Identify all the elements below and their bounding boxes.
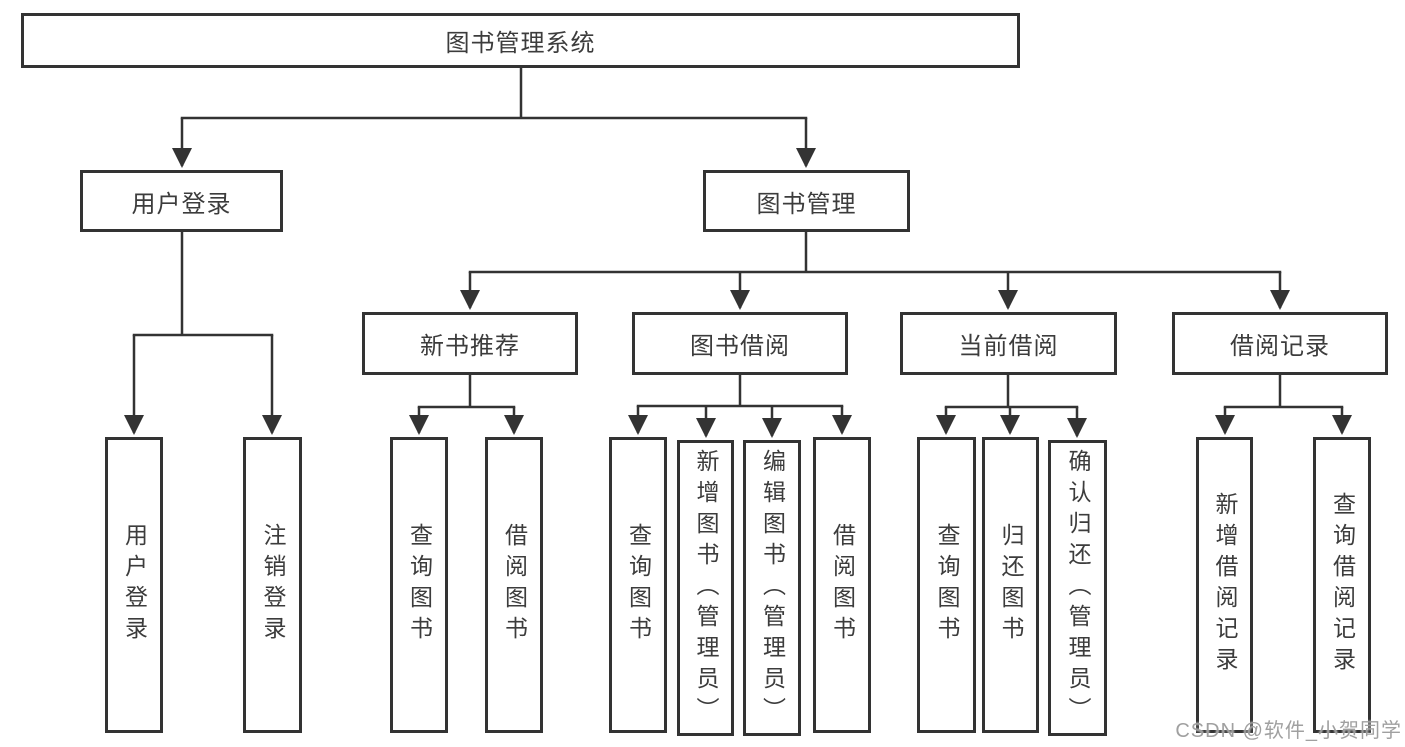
leaf-confirm-return-admin: 确认归还（管理员） xyxy=(1048,440,1107,736)
node-label: 查询借阅记录 xyxy=(1329,492,1356,678)
csdn-watermark: CSDN @软件_小贺同学 xyxy=(1175,720,1402,742)
node-book-borrowing: 图书借阅 xyxy=(632,312,848,375)
leaf-edit-books-admin: 编辑图书（管理员） xyxy=(743,440,801,736)
node-label: 当前借阅 xyxy=(958,333,1059,360)
node-current-borrowing: 当前借阅 xyxy=(900,312,1117,375)
node-label: 新增图书（管理员） xyxy=(693,448,719,728)
leaf-query-books-recommend: 查询图书 xyxy=(390,437,448,733)
node-label: 新增借阅记录 xyxy=(1212,492,1238,678)
leaf-return-books: 归还图书 xyxy=(982,437,1039,733)
node-label: 编辑图书（管理员） xyxy=(759,448,786,728)
leaf-borrow-books: 借阅图书 xyxy=(813,437,871,733)
node-label: 借阅图书 xyxy=(501,523,528,647)
leaf-user-login: 用户登录 xyxy=(105,437,163,733)
node-new-book-recommendation: 新书推荐 xyxy=(362,312,578,375)
node-label: 借阅记录 xyxy=(1230,333,1330,360)
node-label: 查询图书 xyxy=(625,523,652,647)
leaf-add-borrow-record: 新增借阅记录 xyxy=(1196,437,1253,733)
node-label: 查询图书 xyxy=(406,523,433,647)
leaf-query-books-borrow: 查询图书 xyxy=(609,437,667,733)
node-label: 用户登录 xyxy=(131,190,232,218)
node-label: 新书推荐 xyxy=(420,333,520,360)
node-label: 用户登录 xyxy=(121,523,148,647)
node-label: 归还图书 xyxy=(998,523,1024,647)
leaf-query-books-current: 查询图书 xyxy=(917,437,976,733)
node-label: 查询图书 xyxy=(934,523,960,647)
node-label: 图书管理系统 xyxy=(445,30,596,57)
leaf-borrow-books-recommend: 借阅图书 xyxy=(485,437,543,733)
node-borrowing-records: 借阅记录 xyxy=(1172,312,1388,375)
leaf-query-borrow-record: 查询借阅记录 xyxy=(1313,437,1371,733)
node-label: 注销登录 xyxy=(260,523,286,647)
leaf-add-books-admin: 新增图书（管理员） xyxy=(677,440,734,736)
node-book-management: 图书管理 xyxy=(703,170,910,232)
node-library-management-system: 图书管理系统 xyxy=(21,13,1020,68)
node-user-login: 用户登录 xyxy=(80,170,283,232)
node-label: 借阅图书 xyxy=(829,523,856,647)
node-label: 图书借阅 xyxy=(690,333,790,360)
leaf-logout: 注销登录 xyxy=(243,437,302,733)
node-label: 图书管理 xyxy=(756,190,857,218)
node-label: 确认归还（管理员） xyxy=(1065,448,1091,728)
